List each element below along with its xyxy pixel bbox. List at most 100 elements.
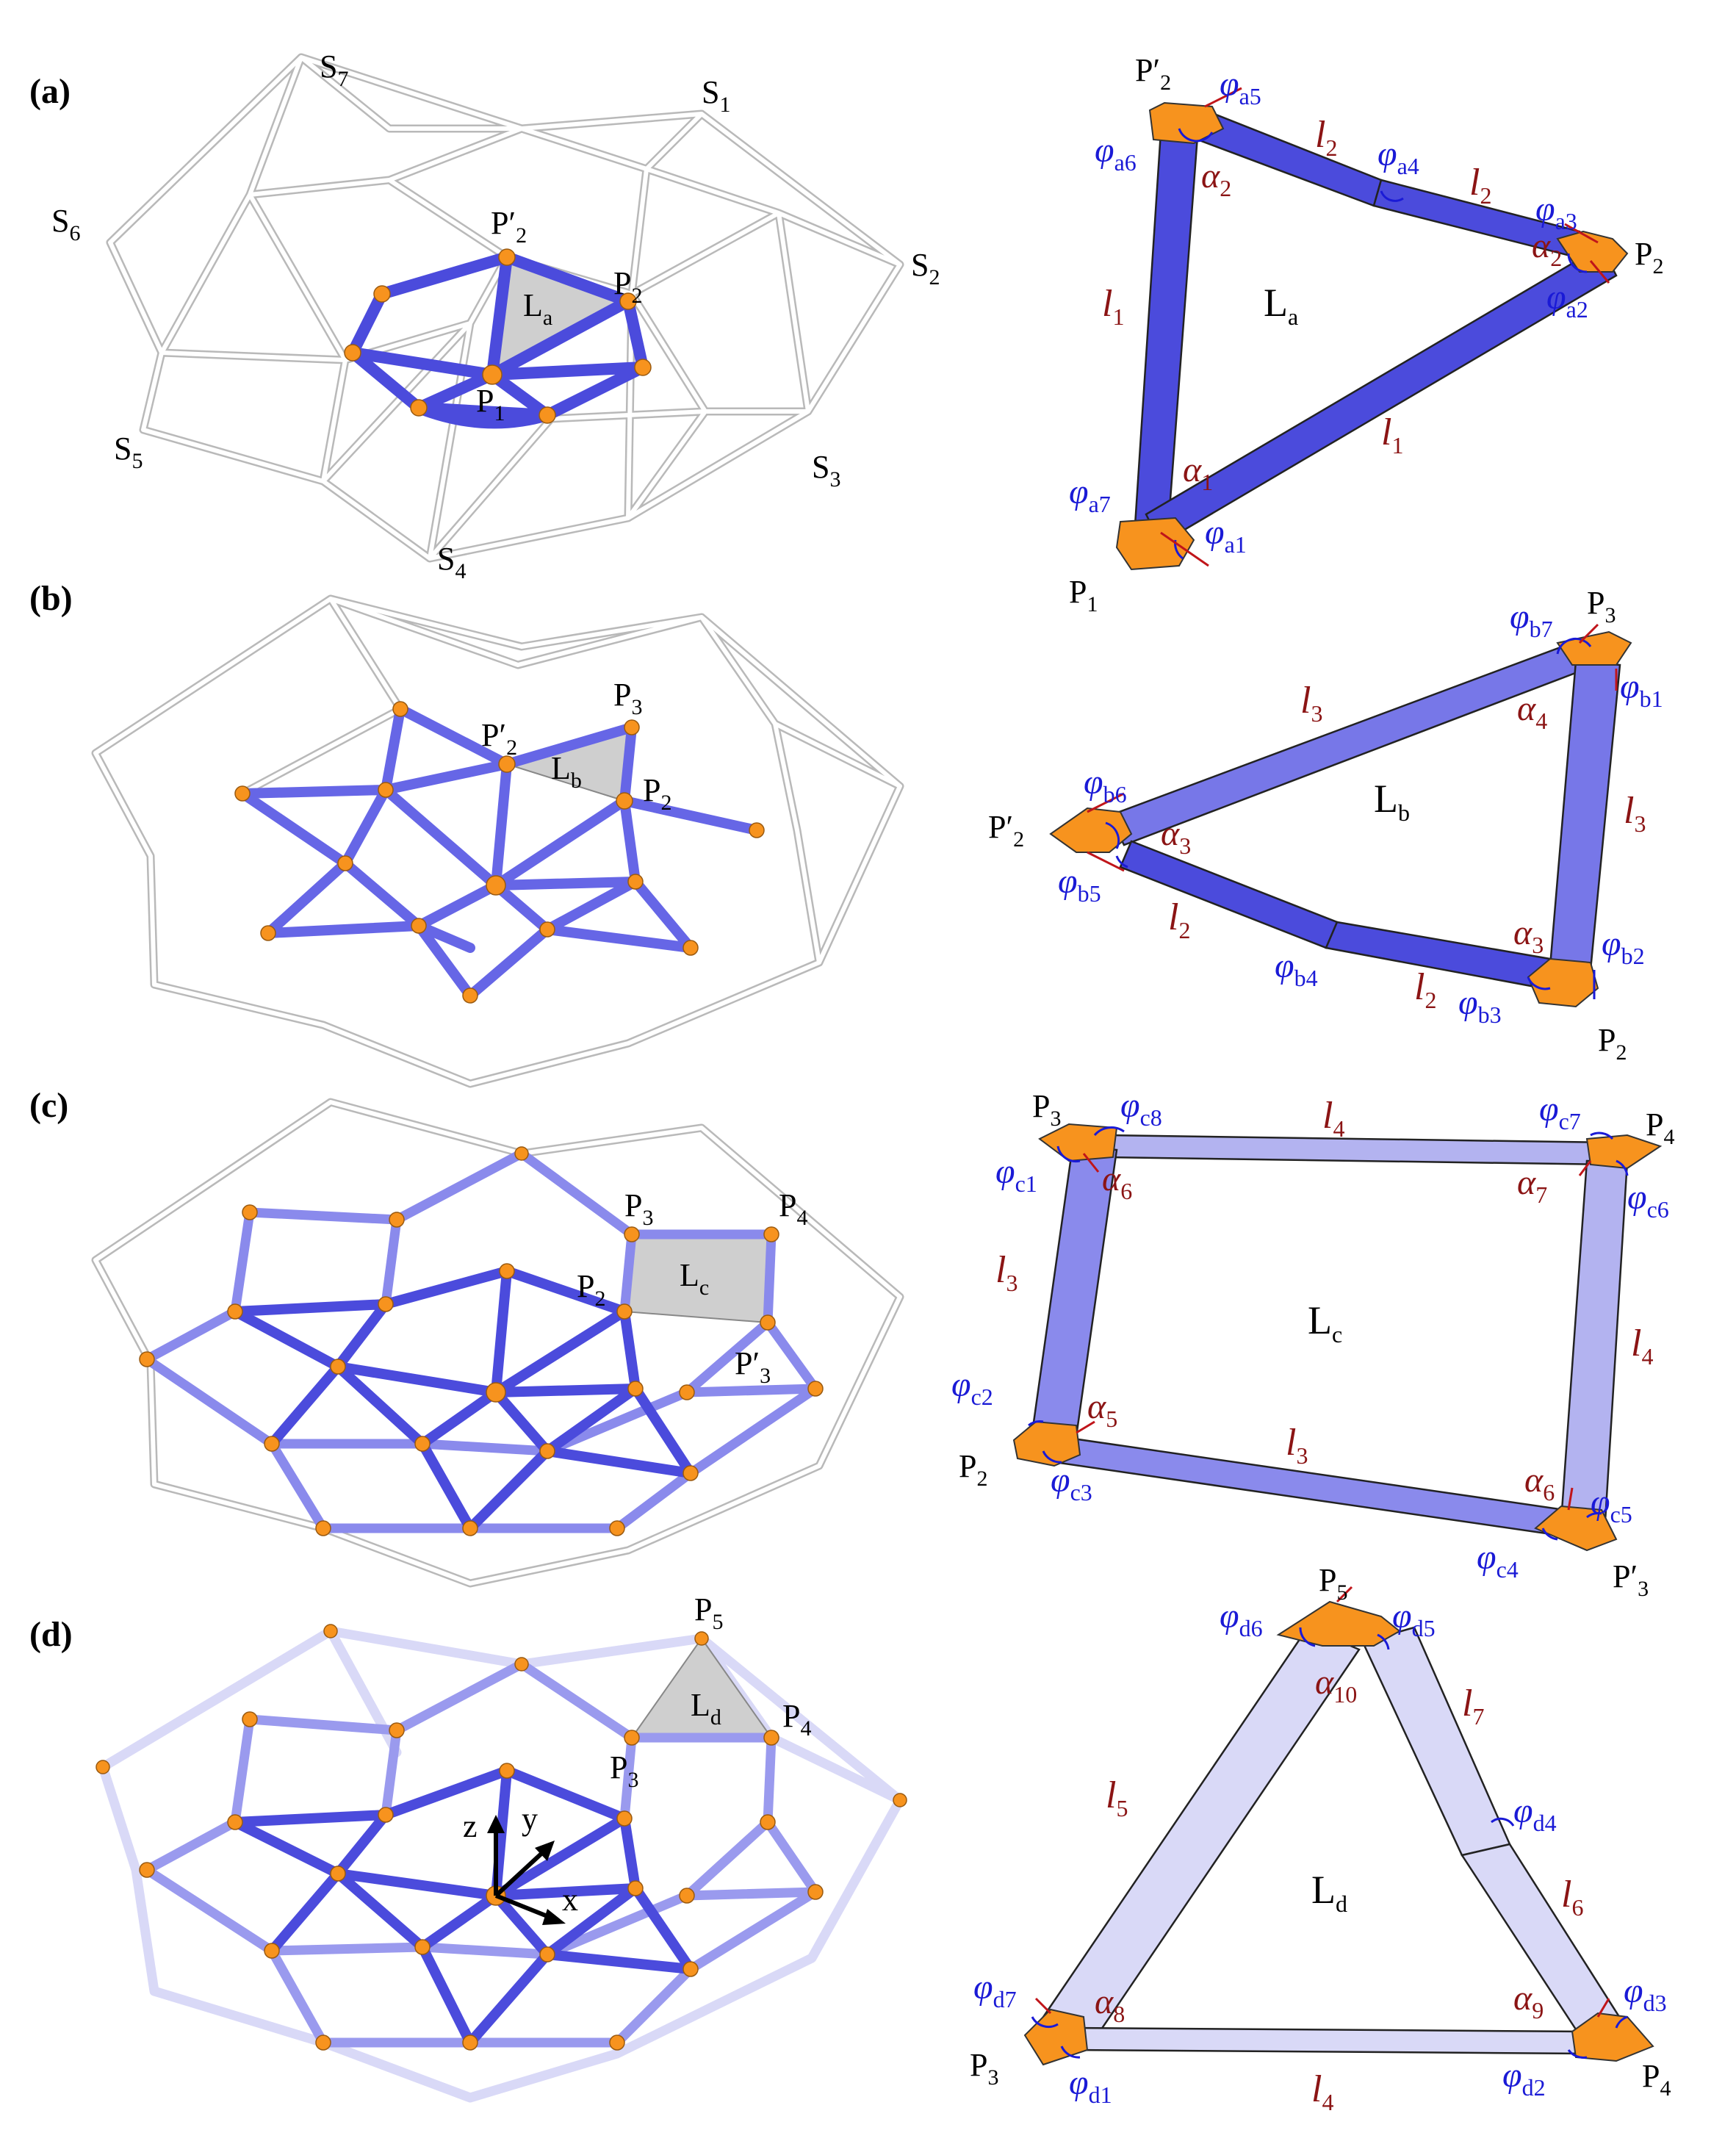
node-label-p2: P2 xyxy=(613,265,642,308)
panel-c-loop-detail: Lc P3 P4 P2 P′3 l4 l3 l4 l3 α6 α7 α5 α6 … xyxy=(951,1086,1674,1601)
loop-label-lb: Lb xyxy=(551,750,582,793)
joint-p2 xyxy=(1012,1420,1081,1467)
detail-joint-label-p2: P2 xyxy=(1598,1022,1627,1065)
axis-label-x: x xyxy=(562,1882,578,1918)
joint-p5 xyxy=(1276,1600,1401,1647)
length-label-l3-left: l3 xyxy=(995,1249,1018,1296)
phi-label-d7: φd7 xyxy=(973,1968,1017,2012)
angle-label-alpha2-a: α2 xyxy=(1201,157,1231,201)
length-label-l4: l4 xyxy=(1311,2068,1333,2115)
coordinate-axes: z y x xyxy=(463,1801,578,1925)
detail-joint-label-p2-prime: P′2 xyxy=(1135,52,1171,95)
joint-p3 xyxy=(1023,2008,1089,2066)
phi-label-c1: φc1 xyxy=(995,1152,1037,1197)
support-label-6: S6 xyxy=(51,203,80,245)
joint-p2-prime xyxy=(1148,101,1225,145)
joint-p2 xyxy=(1527,957,1599,1008)
angle-label-alpha2-b: α2 xyxy=(1532,226,1562,271)
phi-label-c7: φc7 xyxy=(1539,1090,1581,1134)
panel-b-tag: (b) xyxy=(29,579,73,618)
angle-label-alpha7: α7 xyxy=(1517,1163,1547,1208)
node-label-p3: P3 xyxy=(613,677,642,719)
phi-label-a3: φa3 xyxy=(1535,190,1577,234)
phi-label-c5: φc5 xyxy=(1591,1483,1632,1528)
node-markers-b xyxy=(234,701,765,1004)
node-label-p5: P5 xyxy=(694,1591,723,1634)
panel-a-gridshell: S1 S2 S3 S4 S5 S6 S7 P′2 P2 P1 La xyxy=(51,48,940,583)
detail-joint-label-p2-prime: P′2 xyxy=(988,809,1024,852)
length-label-l5: l5 xyxy=(1106,1774,1128,1821)
axis-label-z: z xyxy=(463,1808,478,1844)
axis-label-y: y xyxy=(522,1801,538,1837)
bar-l4-right xyxy=(1560,1159,1629,1522)
length-label-l6: l6 xyxy=(1561,1874,1583,1921)
phi-label-a1: φa1 xyxy=(1205,513,1247,558)
panel-d-loop-detail: Ld P5 P3 P4 l7 l5 l6 l4 α10 α8 α9 φd6 φd… xyxy=(970,1562,1671,2115)
bar-l4-bottom xyxy=(1071,2026,1588,2055)
node-label-p4: P4 xyxy=(779,1187,807,1230)
support-label-5: S5 xyxy=(114,431,143,473)
phi-label-d2: φd2 xyxy=(1502,2056,1546,2101)
joint-p3-prime xyxy=(1534,1505,1618,1552)
angle-label-alpha1: α1 xyxy=(1183,450,1213,495)
phi-label-a5: φa5 xyxy=(1220,65,1261,109)
phi-label-c2: φc2 xyxy=(951,1365,993,1410)
length-label-l2-b: l2 xyxy=(1414,966,1436,1013)
phi-label-d3: φd3 xyxy=(1624,1971,1667,2016)
bar-l3-bottom xyxy=(1053,1435,1566,1537)
support-label-3: S3 xyxy=(812,449,840,492)
detail-loop-label: Ld xyxy=(1311,1868,1347,1917)
support-label-7: S7 xyxy=(320,48,348,91)
central-star-struts xyxy=(347,251,649,429)
panel-b-loop-detail: Lb P3 P′2 P2 l3 l3 l2 l2 α4 α3 α3 φb7 φb… xyxy=(988,585,1663,1065)
phi-label-d4: φd4 xyxy=(1513,1791,1557,1836)
length-label-l1-b: l1 xyxy=(1381,411,1403,458)
length-label-l2-a: l2 xyxy=(1315,114,1337,161)
phi-label-a7: φa7 xyxy=(1069,472,1111,517)
phi-label-b4: φb4 xyxy=(1275,946,1318,991)
panel-a: (a) S1 S2 S3 S4 S5 S6 S7 P′2 P2 xyxy=(29,48,1663,616)
panel-d: (d) xyxy=(29,1562,1671,2115)
bar-l3-top xyxy=(1108,641,1588,846)
bar-l3-right xyxy=(1549,660,1621,971)
phi-label-b5: φb5 xyxy=(1058,862,1101,907)
angle-label-alpha5: α5 xyxy=(1087,1387,1117,1432)
bar-l1-right xyxy=(1145,245,1618,545)
phi-label-d1: φd1 xyxy=(1069,2063,1112,2108)
loop-label-lc: Lc xyxy=(680,1257,709,1300)
panel-a-loop-detail: La P′2 P2 P1 l2 l2 l1 l1 α2 α2 α1 φa5 φa… xyxy=(1069,52,1663,616)
phi-label-a6: φa6 xyxy=(1095,131,1137,176)
joint-p3 xyxy=(1556,630,1632,666)
detail-joint-label-p2: P2 xyxy=(959,1448,987,1491)
node-label-p2-prime: P′2 xyxy=(481,717,517,760)
node-label-p2: P2 xyxy=(577,1268,605,1311)
joint-p2 xyxy=(1556,230,1629,273)
node-markers xyxy=(344,248,652,424)
panel-d-tag: (d) xyxy=(29,1615,73,1654)
length-label-l4-top: l4 xyxy=(1322,1095,1344,1142)
support-label-1: S1 xyxy=(702,74,730,117)
support-labels: S1 S2 S3 S4 S5 S6 S7 xyxy=(51,48,940,583)
panel-b-gridshell: P3 P′2 P2 Lb xyxy=(91,594,904,1088)
support-label-2: S2 xyxy=(911,247,940,289)
node-label-p2-prime: P′2 xyxy=(491,205,527,248)
detail-loop-label: Lb xyxy=(1374,777,1410,826)
detail-loop-label: Lc xyxy=(1308,1298,1342,1348)
detail-joint-label-p3-prime: P′3 xyxy=(1613,1558,1649,1601)
node-markers-c xyxy=(139,1146,824,1536)
detail-joint-label-p3: P3 xyxy=(1032,1088,1061,1131)
phi-label-b3: φb3 xyxy=(1458,983,1502,1028)
bar-l4-top xyxy=(1108,1134,1610,1166)
bar-l7 xyxy=(1361,1626,1511,1857)
length-label-l2-a: l2 xyxy=(1168,896,1190,943)
node-label-p3-prime: P′3 xyxy=(735,1345,771,1388)
length-label-l4-right: l4 xyxy=(1631,1323,1653,1370)
joint-p4 xyxy=(1571,2012,1654,2062)
detail-joint-label-p2: P2 xyxy=(1635,236,1663,278)
node-label-p3: P3 xyxy=(610,1749,638,1792)
length-label-l3-right: l3 xyxy=(1624,790,1646,837)
phi-label-c6: φc6 xyxy=(1627,1178,1669,1223)
joint-p1 xyxy=(1115,517,1195,571)
detail-joint-label-p1: P1 xyxy=(1069,574,1098,616)
length-label-l3-top: l3 xyxy=(1300,680,1322,727)
